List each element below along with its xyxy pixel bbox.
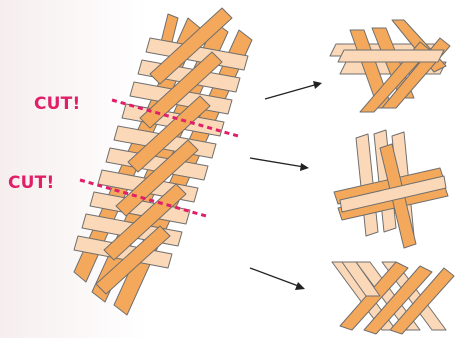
arrow-right-down-icon bbox=[249, 267, 305, 290]
arrows bbox=[249, 81, 322, 290]
cut-line-bottom bbox=[79, 178, 207, 218]
arrow-right-icon bbox=[249, 157, 309, 171]
cut-label-bottom: CUT! bbox=[8, 173, 54, 193]
cut-label-top: CUT! bbox=[34, 94, 80, 114]
result-piece-middle bbox=[333, 129, 449, 249]
result-piece-bottom bbox=[331, 261, 455, 335]
main-braid bbox=[73, 7, 253, 316]
arrow-right-up-icon bbox=[264, 81, 322, 100]
cut-line-top bbox=[111, 98, 239, 138]
cut-lines bbox=[79, 98, 239, 218]
result-piece-top bbox=[329, 19, 451, 113]
